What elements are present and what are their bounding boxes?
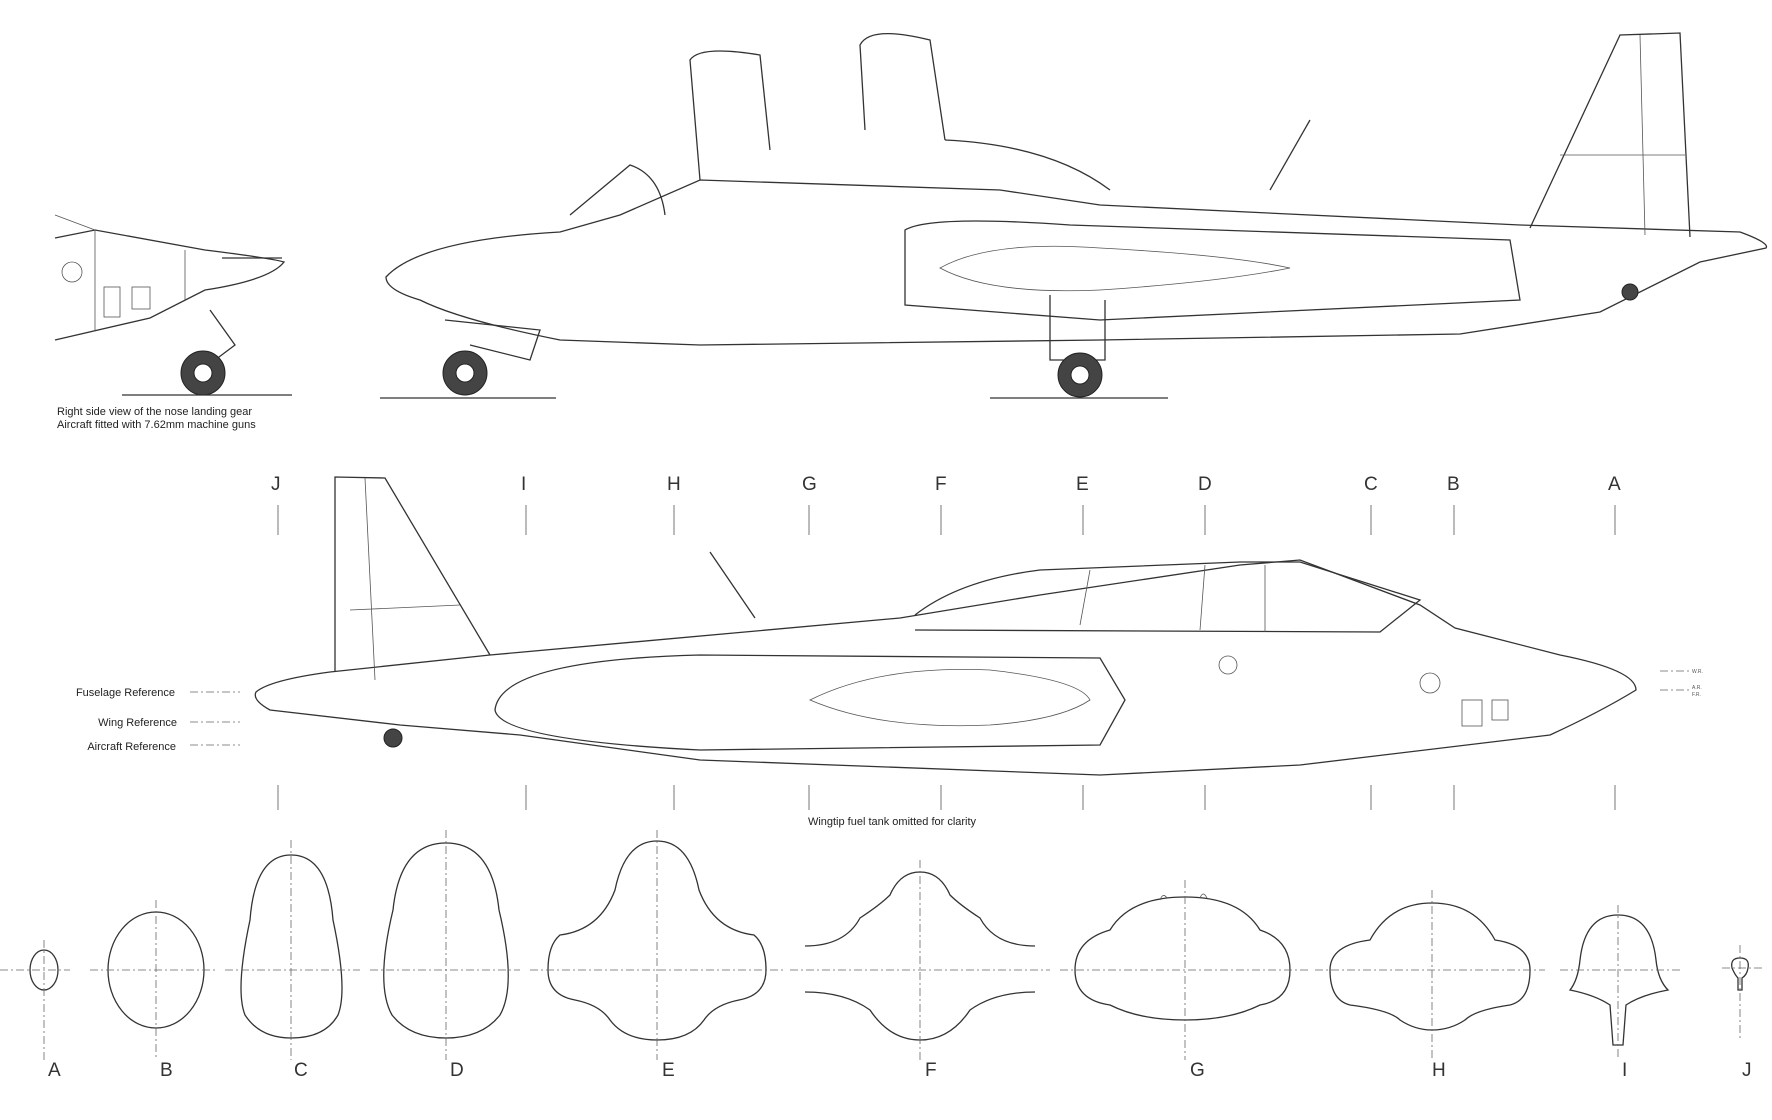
cross-sections: A B C D E F [0, 830, 1765, 1081]
section-E: E [530, 830, 785, 1081]
svg-text:C: C [1364, 474, 1378, 495]
nose-gear-detail: Right side view of the nose landing gear… [54, 214, 292, 431]
svg-text:J: J [271, 474, 281, 495]
station-E: E [1076, 474, 1089, 810]
svg-text:J: J [1742, 1060, 1752, 1081]
side-view-canopy-closed [254, 476, 1637, 776]
svg-text:H: H [1432, 1060, 1446, 1081]
wr-tag: W.R. [1692, 669, 1703, 675]
aircraft-reference-label: Aircraft Reference [87, 741, 176, 753]
station-G: G [802, 474, 817, 810]
svg-text:A: A [1608, 474, 1621, 495]
section-J: J [1722, 945, 1765, 1081]
tail-wheel-icon [383, 728, 403, 748]
wingtip-note: Wingtip fuel tank omitted for clarity [808, 816, 977, 828]
caption-line-1: Right side view of the nose landing gear [57, 406, 252, 418]
station-D: D [1198, 474, 1212, 810]
section-A: A [0, 940, 70, 1081]
section-I: I [1560, 905, 1680, 1081]
wing-reference-label: Wing Reference [98, 717, 177, 729]
section-F: F [790, 860, 1050, 1081]
station-J: J [271, 474, 281, 810]
svg-text:C: C [294, 1060, 308, 1081]
svg-text:G: G [802, 474, 817, 495]
reference-legend: Fuselage Reference Wing Reference Aircra… [76, 669, 1703, 753]
section-B: B [90, 900, 215, 1081]
tail-wheel-icon [1621, 283, 1639, 301]
section-D: D [370, 830, 520, 1081]
svg-text:I: I [521, 474, 526, 495]
station-C: C [1364, 474, 1378, 810]
svg-text:D: D [1198, 474, 1212, 495]
fuselage-reference-label: Fuselage Reference [76, 687, 175, 699]
svg-text:G: G [1190, 1060, 1205, 1081]
svg-text:A: A [48, 1060, 61, 1081]
svg-text:D: D [450, 1060, 464, 1081]
svg-text:I: I [1622, 1060, 1627, 1081]
caption-line-2: Aircraft fitted with 7.62mm machine guns [57, 419, 256, 431]
svg-text:F: F [925, 1060, 937, 1081]
fr-tag: F.R. [1692, 692, 1701, 698]
svg-text:B: B [1447, 474, 1460, 495]
station-I: I [521, 474, 527, 810]
svg-text:E: E [662, 1060, 675, 1081]
station-H: H [667, 474, 681, 810]
ar-tag: A.R. [1692, 685, 1702, 691]
station-F: F [935, 474, 947, 810]
station-A: A [1608, 474, 1621, 810]
section-G: G [1060, 880, 1310, 1081]
section-C: C [225, 840, 360, 1081]
station-B: B [1447, 474, 1460, 810]
station-markers: J I H G F E D C B A [271, 474, 1621, 810]
svg-text:B: B [160, 1060, 173, 1081]
section-H: H [1315, 890, 1545, 1081]
side-view-canopy-open [380, 32, 1768, 399]
svg-text:E: E [1076, 474, 1089, 495]
svg-text:F: F [935, 474, 947, 495]
svg-text:H: H [667, 474, 681, 495]
